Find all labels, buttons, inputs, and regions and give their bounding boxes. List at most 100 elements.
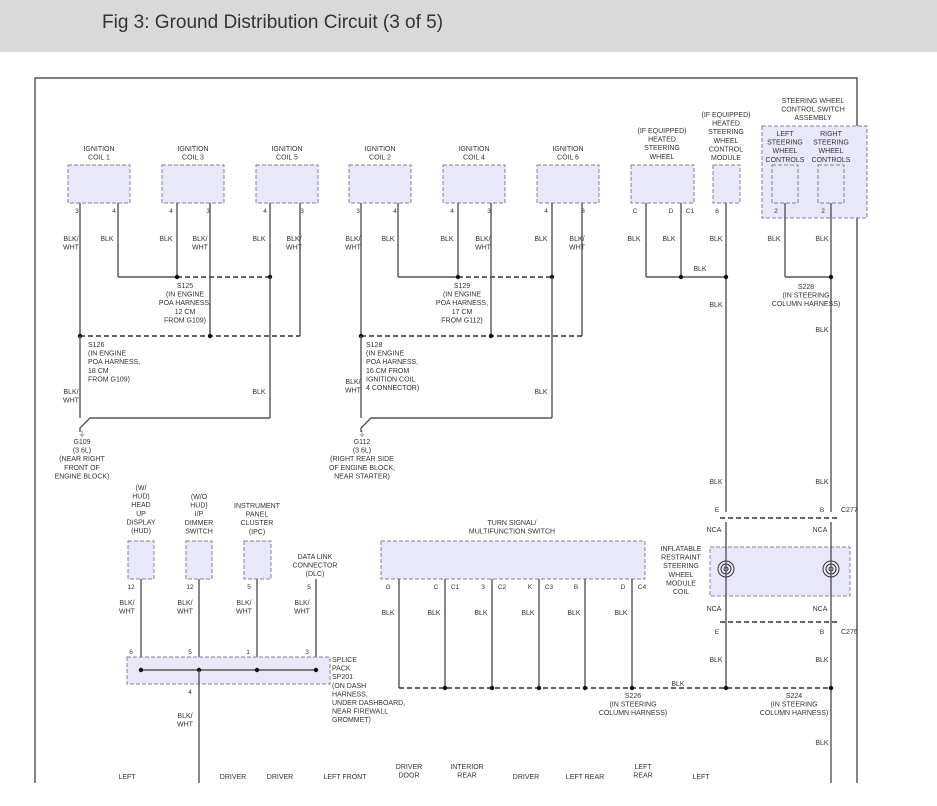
pin-label: 3 xyxy=(487,208,491,215)
pin-label: 4 xyxy=(188,689,192,696)
hud-label: DISPLAY xyxy=(126,519,155,526)
control-switch-assembly-label: CONTROL SWITCH xyxy=(781,107,845,114)
pin-label: 6 xyxy=(129,649,133,656)
hud-label: HEAD xyxy=(131,502,150,509)
g109-label: (3.6L) xyxy=(73,448,91,455)
wire-color-label: BLK xyxy=(815,327,829,334)
pin-label: K xyxy=(528,584,533,591)
dlc-label: DATA LINK xyxy=(298,554,333,561)
bottom-row-label: LEFT REAR xyxy=(566,774,604,781)
splice-dot xyxy=(138,667,144,673)
splice-pack-label: HARNESS, xyxy=(332,691,368,698)
pin-label: C3 xyxy=(545,584,554,591)
g112-label: G112 xyxy=(354,439,371,446)
s125-label: S125 xyxy=(177,283,193,290)
wire-color-label: BLK xyxy=(815,236,829,243)
pin-label: E xyxy=(715,629,720,636)
ignition-coil-label: IGNITION xyxy=(458,146,489,153)
s224-label: COLUMN HARNESS) xyxy=(760,710,828,717)
s129-label: (IN ENGINE xyxy=(443,292,481,299)
wire-color-label: WHT xyxy=(294,609,311,616)
bottom-row-label: DRIVER xyxy=(220,774,246,781)
bottom-row-label: LEFT xyxy=(692,774,710,781)
s126-label: POA HARNESS, xyxy=(88,359,140,366)
pin-label: 2 xyxy=(821,208,825,215)
wire-color-label: BLK xyxy=(693,266,707,273)
pin-label: C xyxy=(633,208,638,215)
wire-color-label: WHT xyxy=(236,609,253,616)
wire-color-label: BLK xyxy=(671,681,685,688)
left-controls-label: CONTROLS xyxy=(766,157,805,164)
right-controls-label: WHEEL xyxy=(819,148,844,155)
dimmer-switch-label: SWITCH xyxy=(185,528,213,535)
bottom-row-label: DRIVER xyxy=(513,774,539,781)
wire-color-label: BLK xyxy=(100,236,114,243)
turn-signal-multifunction-switch xyxy=(380,540,646,580)
right-controls-label: CONTROLS xyxy=(812,157,851,164)
ipc-label: PANEL xyxy=(246,512,269,519)
bottom-row-label: REAR xyxy=(633,773,652,780)
wire-color-label: BLK xyxy=(252,236,266,243)
control-switch-assembly-label: STEERING WHEEL xyxy=(782,98,845,105)
splice-pack-label: PACK xyxy=(332,666,351,673)
heated-wheel-control-module xyxy=(712,164,741,204)
bottom-row-label: DRIVER xyxy=(267,774,293,781)
right-steering-wheel-controls xyxy=(817,164,845,204)
splice-dot xyxy=(536,685,542,691)
wire-color-label: BLK xyxy=(474,610,488,617)
s226-label: S226 xyxy=(625,693,641,700)
wire-color-label: BLK xyxy=(252,389,266,396)
pin-label: 4 xyxy=(169,208,173,215)
pin-label: 5 xyxy=(188,649,192,656)
wire-color-label: WHT xyxy=(177,609,194,616)
pin-label: G xyxy=(385,584,390,591)
g112-label: (RIGHT REAR SIDE xyxy=(330,456,394,463)
splice-dot xyxy=(254,667,260,673)
c277-label: C277 xyxy=(841,507,858,514)
wire-color-label: BLK xyxy=(427,610,441,617)
ignition-coil-label: COIL 2 xyxy=(369,155,391,162)
heated-module-label: STEERING xyxy=(708,129,744,136)
ipc-label: CLUSTER xyxy=(241,520,274,527)
pin-label: E xyxy=(715,507,720,514)
dimmer-switch-label: HUD) xyxy=(190,503,208,510)
wire-color-label: WHT xyxy=(569,245,586,252)
pin-label: 3 xyxy=(581,208,585,215)
s129-label: S129 xyxy=(454,283,470,290)
hud-label: UP xyxy=(136,511,146,518)
ignition-coil-label: IGNITION xyxy=(364,146,395,153)
s228-label: S228 xyxy=(798,284,814,291)
ignition-coil-label: IGNITION xyxy=(177,146,208,153)
nca-label: NCA xyxy=(707,606,722,613)
pin-label: C2 xyxy=(498,584,507,591)
heated-wheel-label: STEERING xyxy=(644,145,680,152)
ignition-coil xyxy=(442,164,506,204)
ip-dimmer-switch xyxy=(185,540,213,580)
clockspring-label: WHEEL xyxy=(669,572,694,579)
s128-label: 16 CM FROM xyxy=(366,368,409,375)
clockspring-module xyxy=(709,546,851,597)
wire-color-label: BLK/ xyxy=(345,236,360,243)
wire-color-label: BLK xyxy=(709,236,723,243)
wire-color-label: BLK xyxy=(614,610,628,617)
pin-label: D xyxy=(669,208,674,215)
ignition-coil xyxy=(161,164,225,204)
pin-label: 4 xyxy=(263,208,267,215)
pin-label: 4 xyxy=(112,208,116,215)
pin-label: C1 xyxy=(451,584,460,591)
s224-label: S224 xyxy=(786,693,802,700)
clockspring-label: COIL xyxy=(673,589,689,596)
instrument-panel-cluster xyxy=(243,540,272,580)
wire-color-label: BLK xyxy=(662,236,676,243)
heated-module-label: WHEEL xyxy=(714,138,739,145)
hud-label: (HUD) xyxy=(131,528,151,535)
wire-color-label: BLK xyxy=(815,657,829,664)
wire-color-label: BLK/ xyxy=(569,236,584,243)
left-steering-wheel-controls xyxy=(771,164,799,204)
splice-dot xyxy=(582,685,588,691)
wire-color-label: WHT xyxy=(286,245,303,252)
wire-color-label: BLK xyxy=(440,236,454,243)
wire-color-label: BLK/ xyxy=(236,600,251,607)
wire-color-label: BLK xyxy=(709,302,723,309)
pin-label: B xyxy=(574,584,578,591)
